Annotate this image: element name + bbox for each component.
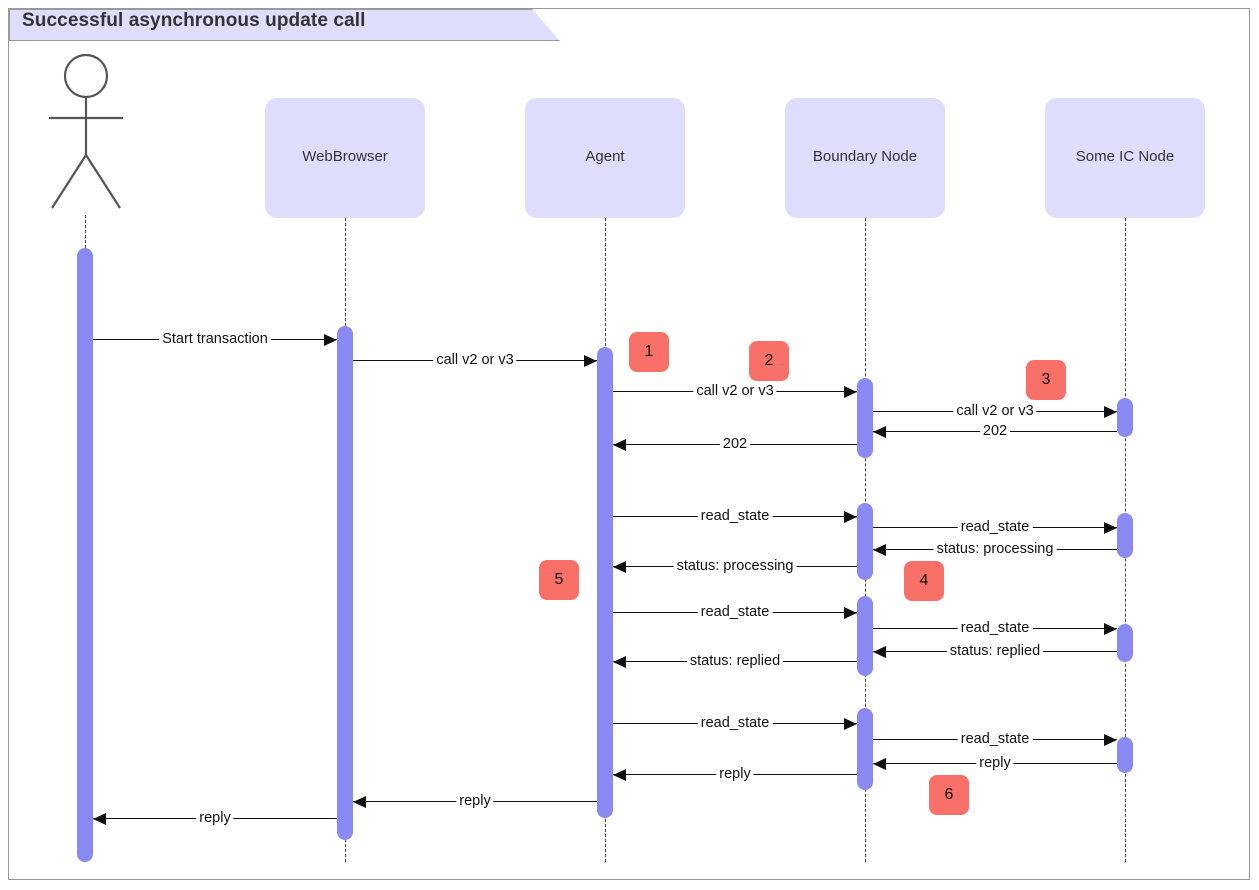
activation-bar-icnode-9 (1117, 737, 1133, 773)
message-label: call v2 or v3 (953, 403, 1037, 419)
actor-head-icon (63, 53, 109, 99)
message-arrowhead-left (613, 768, 626, 781)
message-arrowhead-left (873, 543, 886, 556)
activation-bar-boundary-5 (857, 708, 873, 790)
message-arrowhead-right (1104, 521, 1117, 534)
step-badge-2[interactable]: 2 (749, 341, 789, 381)
step-badge-4[interactable]: 4 (904, 561, 944, 601)
actor-right-leg-line (85, 154, 121, 209)
message-arrowhead-right (584, 354, 597, 367)
participant-box-webbrowser[interactable] (265, 98, 425, 218)
activation-bar-actor (77, 248, 93, 862)
message-arrowhead-left (613, 560, 626, 573)
activation-bar-icnode-6 (1117, 398, 1133, 437)
message-arrowhead-right (1104, 622, 1117, 635)
activation-bar-webbrowser-0 (337, 326, 353, 840)
message-label: call v2 or v3 (433, 352, 517, 368)
activation-bar-icnode-8 (1117, 624, 1133, 662)
activation-bar-icnode-7 (1117, 513, 1133, 558)
message-label: 202 (719, 436, 751, 452)
diagram-title-tab (9, 9, 560, 41)
message-label: status: processing (673, 558, 797, 574)
participant-box-boundary[interactable] (785, 98, 945, 218)
message-arrowhead-right (1104, 733, 1117, 746)
message-arrowhead-left (873, 425, 886, 438)
activation-bar-boundary-2 (857, 378, 873, 458)
message-label: 202 (979, 423, 1011, 439)
participant-label-webbrowser: WebBrowser (302, 148, 388, 165)
message-arrowhead-left (93, 812, 106, 825)
message-label: read_state (697, 715, 773, 731)
message-label: call v2 or v3 (693, 383, 777, 399)
message-label: reply (196, 810, 234, 826)
message-label: read_state (697, 508, 773, 524)
message-arrowhead-left (613, 438, 626, 451)
message-arrowhead-left (613, 655, 626, 668)
message-arrowhead-right (844, 717, 857, 730)
participant-label-icnode: Some IC Node (1075, 148, 1175, 165)
message-label: read_state (697, 604, 773, 620)
message-label: status: replied (946, 643, 1044, 659)
message-label: read_state (957, 519, 1033, 535)
step-badge-1[interactable]: 1 (629, 332, 669, 372)
message-label: status: replied (686, 653, 784, 669)
step-badge-6[interactable]: 6 (929, 775, 969, 815)
participant-box-icnode[interactable] (1045, 98, 1205, 218)
message-arrowhead-right (324, 333, 337, 346)
message-arrowhead-right (844, 606, 857, 619)
participant-box-agent[interactable] (525, 98, 685, 218)
message-arrowhead-left (353, 795, 366, 808)
message-label: status: processing (933, 541, 1057, 557)
message-label: reply (716, 766, 754, 782)
step-badge-3[interactable]: 3 (1026, 360, 1066, 400)
message-label: read_state (957, 731, 1033, 747)
message-label: Start transaction (159, 331, 271, 347)
message-arrowhead-right (1104, 405, 1117, 418)
message-arrowhead-left (873, 645, 886, 658)
message-arrowhead-left (873, 757, 886, 770)
activation-bar-boundary-4 (857, 596, 873, 676)
activation-bar-boundary-3 (857, 503, 873, 580)
activation-bar-agent-1 (597, 347, 613, 818)
page-title: Successful asynchronous update call (22, 10, 366, 31)
participant-label-boundary: Boundary Node (812, 148, 918, 165)
message-arrowhead-right (844, 385, 857, 398)
actor-stick-figure (49, 53, 123, 209)
message-label: read_state (957, 620, 1033, 636)
participant-label-agent: Agent (585, 148, 625, 165)
message-label: reply (456, 793, 494, 809)
actor-left-leg-line (51, 154, 87, 209)
message-label: reply (976, 755, 1014, 771)
step-badge-5[interactable]: 5 (539, 560, 579, 600)
message-arrowhead-right (844, 510, 857, 523)
